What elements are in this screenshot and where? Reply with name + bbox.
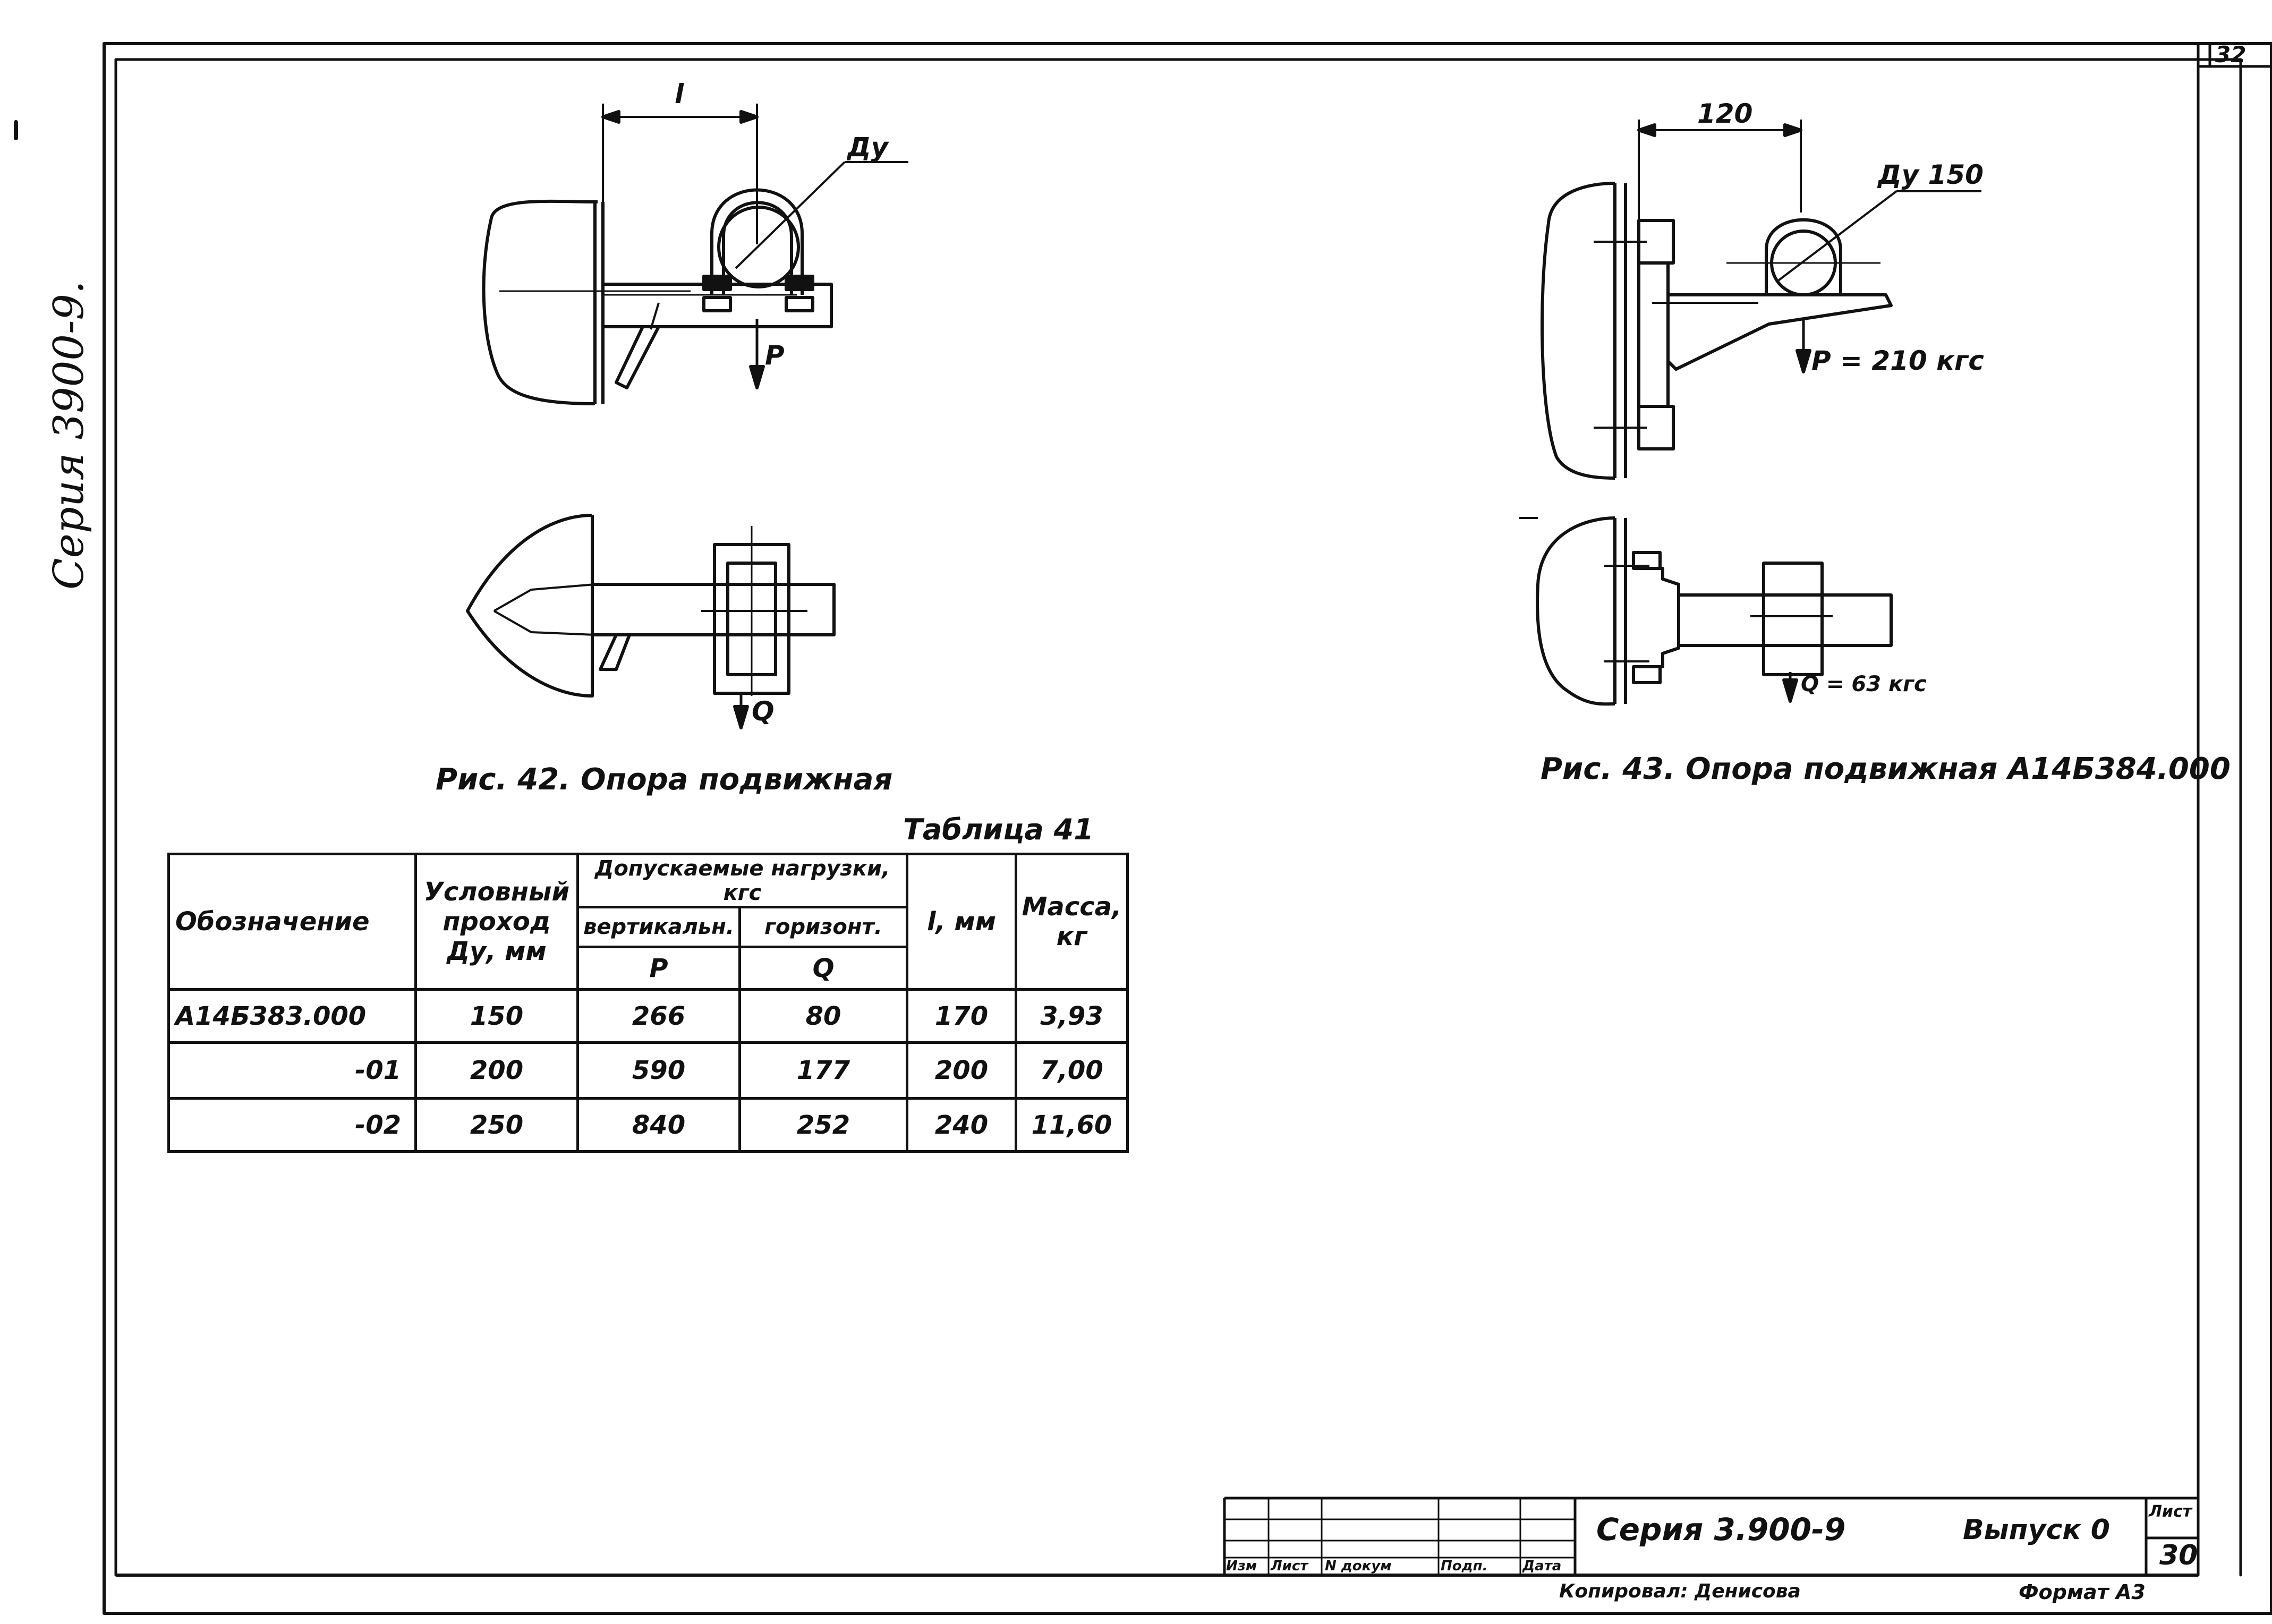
fig42-caption: Рис. 42. Опора подвижная (436, 762, 893, 797)
fig42-side-view (482, 104, 908, 405)
fig43-label-p: P = 210 кгс (1811, 345, 1984, 376)
header-designation: Обозначение (167, 853, 417, 991)
tb-sheet-value: 30 (2159, 1540, 2198, 1571)
cell-mass: 11,60 (1015, 1097, 1129, 1153)
outer-frame (103, 42, 2272, 1615)
table-row: -02 250 840 252 240 11,60 (167, 1097, 1129, 1153)
cell-p: 840 (576, 1097, 741, 1153)
tb-col-doc-number: N докум (1325, 1558, 1392, 1574)
header-mass: Масса, кг (1015, 853, 1129, 991)
header-nominal-bore: Условный проход Ду, мм (414, 853, 579, 991)
fig42-plan-view (466, 514, 836, 729)
header-length: l, мм (906, 853, 1017, 991)
title-block-grid (116, 1497, 2198, 1577)
table-title: Таблица 41 (903, 813, 1094, 846)
cell-designation: А14Б383.000 (167, 988, 417, 1044)
table-row: -01 200 590 177 200 7,00 (167, 1041, 1129, 1100)
tb-col-change: Изм (1226, 1558, 1257, 1574)
tb-series: Серия 3.900-9 (1596, 1511, 1846, 1548)
fig43-label-du: Ду 150 (1878, 159, 1984, 190)
fig42-label-q: Q (752, 696, 775, 727)
header-allowed-loads: Допускаемые нагрузки, кгс (576, 853, 908, 908)
cell-designation: -02 (167, 1097, 417, 1153)
spec-table: Обозначение Условный проход Ду, мм Допус… (167, 853, 1129, 1153)
cell-q: 177 (738, 1041, 908, 1100)
fig43-caption: Рис. 43. Опора подвижная А14Б384.000 (1541, 752, 2231, 786)
tb-col-signature: Подп. (1441, 1558, 1488, 1574)
cell-q: 80 (738, 988, 908, 1044)
fig42-label-p: P (765, 340, 785, 371)
table-row: А14Б383.000 150 266 80 170 3,93 (167, 988, 1129, 1044)
cell-q: 252 (738, 1097, 908, 1153)
tb-issue: Выпуск 0 (1963, 1514, 2110, 1546)
header-horizontal: горизонт. (738, 906, 908, 948)
cell-l: 200 (906, 1041, 1017, 1100)
header-p-symbol: P (576, 946, 741, 991)
cell-l: 240 (906, 1097, 1017, 1153)
fig42-label-du: Ду (847, 132, 889, 163)
cell-p: 590 (576, 1041, 741, 1100)
tb-format: Формат А3 (2019, 1580, 2146, 1604)
tb-copied-by: Копировал: Денисова (1559, 1580, 1801, 1602)
tb-col-sheet: Лист (1271, 1558, 1308, 1574)
side-series-label: Серия 3900-9. (45, 280, 93, 590)
header-vertical: вертикальн. (576, 906, 741, 948)
tb-col-date: Дата (1522, 1558, 1562, 1574)
cell-mass: 3,93 (1015, 988, 1129, 1044)
cell-du: 200 (414, 1041, 579, 1100)
cell-mass: 7,00 (1015, 1041, 1129, 1100)
cell-du: 150 (414, 988, 579, 1044)
cell-l: 170 (906, 988, 1017, 1044)
fig42-dim-l: l (675, 79, 684, 109)
tb-sheet-label: Лист (2149, 1502, 2192, 1521)
fig43-dim-120: 120 (1697, 98, 1753, 129)
inner-frame (114, 58, 2242, 1577)
fig43-plan-view (1519, 516, 1893, 706)
sheet-number: 32 (2215, 41, 2247, 67)
cell-designation: -01 (167, 1041, 417, 1100)
cell-du: 250 (414, 1097, 579, 1153)
fig43-side-view (1541, 120, 1981, 480)
fig43-label-q: Q = 63 кгс (1801, 672, 1927, 696)
header-q-symbol: Q (738, 946, 908, 991)
cell-p: 266 (576, 988, 741, 1044)
